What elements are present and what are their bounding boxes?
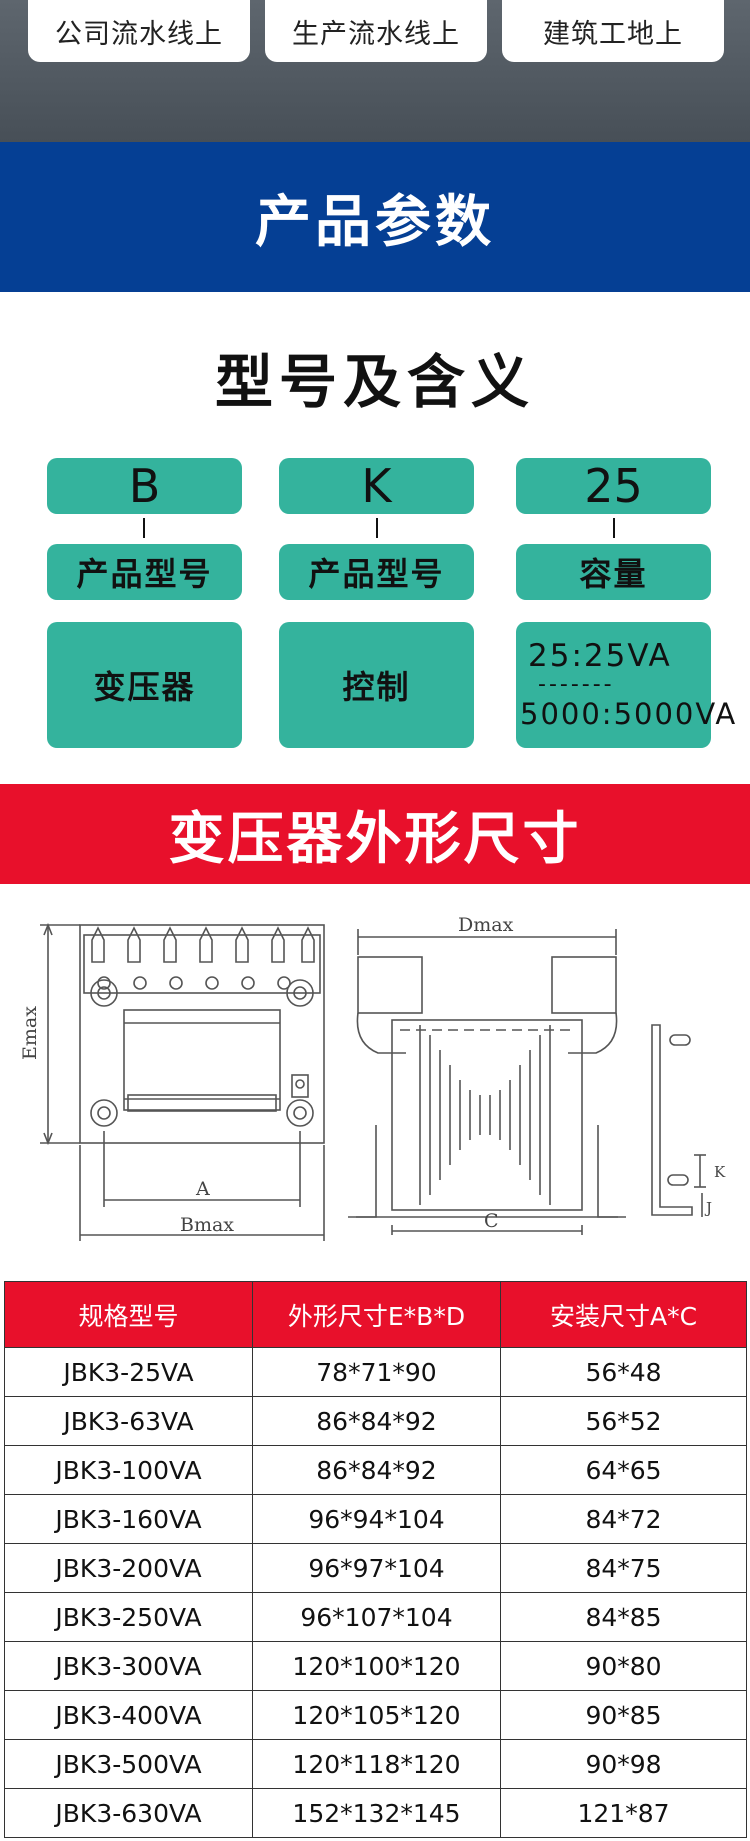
capacity-range-separator: ------- [538, 672, 615, 697]
label-a: A [195, 1178, 210, 1200]
model-code-k: K [279, 458, 474, 514]
header-outer-size: 外形尺寸E*B*D [252, 1281, 501, 1348]
params-heading: 产品参数 [255, 189, 495, 255]
cell-model: JBK3-63VA [4, 1396, 253, 1446]
cell-install-size: 56*48 [500, 1347, 747, 1397]
terminal-screws [91, 926, 315, 990]
scenario-card-construction-site: 建筑工地上 [502, 0, 724, 62]
model-meaning-title: 型号及含义 [214, 348, 535, 416]
connector-line [143, 518, 145, 538]
side-terminal-left [357, 956, 423, 1014]
cell-install-size: 84*75 [500, 1543, 747, 1593]
cell-install-size: 84*72 [500, 1494, 747, 1544]
mounting-holes [90, 979, 314, 1127]
cell-outer-size: 96*107*104 [252, 1592, 501, 1642]
cell-model: JBK3-300VA [4, 1641, 253, 1691]
header-model: 规格型号 [4, 1281, 253, 1348]
mounting-feet [356, 1125, 618, 1218]
cell-model: JBK3-100VA [4, 1445, 253, 1495]
cell-outer-size: 96*94*104 [252, 1494, 501, 1544]
scenario-card-company-line: 公司流水线上 [28, 0, 250, 62]
table-header-row: 规格型号 外形尺寸E*B*D 安装尺寸A*C [4, 1281, 747, 1348]
connector-line [613, 518, 615, 538]
cell-model: JBK3-500VA [4, 1739, 253, 1789]
scenario-strip: 公司流水线上 生产流水线上 建筑工地上 [0, 0, 750, 142]
capacity-range-end: 5000:5000VA [520, 697, 738, 731]
transformer-dimension-drawing: Emax A Bmax Dmax C K J [19, 914, 726, 1241]
cell-outer-size: 152*132*145 [252, 1788, 501, 1838]
cell-outer-size: 96*97*104 [252, 1543, 501, 1593]
cell-model: JBK3-25VA [4, 1347, 253, 1397]
cell-install-size: 90*80 [500, 1641, 747, 1691]
connector-line [376, 518, 378, 538]
side-core [391, 1019, 583, 1211]
label-emax: Emax [19, 1006, 41, 1060]
cell-model: JBK3-160VA [4, 1494, 253, 1544]
model-label-type-1: 产品型号 [47, 544, 242, 600]
cell-install-size: 90*85 [500, 1690, 747, 1740]
cell-install-size: 121*87 [500, 1788, 747, 1838]
scenario-card-production-line: 生产流水线上 [265, 0, 487, 62]
dimension-heading: 变压器外形尺寸 [168, 806, 582, 872]
coil-lines [419, 1025, 551, 1205]
label-k: K [714, 1163, 726, 1181]
label-c: C [484, 1210, 499, 1232]
capacity-range-start: 25:25VA [528, 638, 672, 674]
model-desc-transformer: 变压器 [47, 622, 242, 748]
transformer-core [123, 1009, 281, 1111]
cell-outer-size: 86*84*92 [252, 1396, 501, 1446]
cell-outer-size: 120*100*120 [252, 1641, 501, 1691]
label-j: J [704, 1199, 712, 1217]
cell-install-size: 56*52 [500, 1396, 747, 1446]
cell-model: JBK3-630VA [4, 1788, 253, 1838]
cell-outer-size: 78*71*90 [252, 1347, 501, 1397]
label-bmax: Bmax [180, 1214, 234, 1236]
model-code-25: 25 [516, 458, 711, 514]
model-desc-capacity-range: 25:25VA ------- 5000:5000VA [516, 622, 735, 748]
dimension-heading-band: 变压器外形尺寸 [0, 784, 750, 884]
model-label-capacity: 容量 [516, 544, 711, 600]
mounting-bracket [651, 1024, 693, 1216]
cell-install-size: 84*85 [500, 1592, 747, 1642]
cell-outer-size: 120*118*120 [252, 1739, 501, 1789]
cell-outer-size: 86*84*92 [252, 1445, 501, 1495]
cell-model: JBK3-200VA [4, 1543, 253, 1593]
label-dmax: Dmax [458, 914, 514, 936]
model-label-type-2: 产品型号 [279, 544, 474, 600]
cell-outer-size: 120*105*120 [252, 1690, 501, 1740]
cell-install-size: 64*65 [500, 1445, 747, 1495]
header-install-size: 安装尺寸A*C [500, 1281, 747, 1348]
model-code-b: B [47, 458, 242, 514]
cell-model: JBK3-400VA [4, 1690, 253, 1740]
cell-model: JBK3-250VA [4, 1592, 253, 1642]
model-desc-control: 控制 [279, 622, 474, 748]
cell-install-size: 90*98 [500, 1739, 747, 1789]
front-view-frame [79, 924, 325, 1144]
params-heading-band: 产品参数 [0, 142, 750, 292]
side-terminal-right [551, 956, 617, 1014]
